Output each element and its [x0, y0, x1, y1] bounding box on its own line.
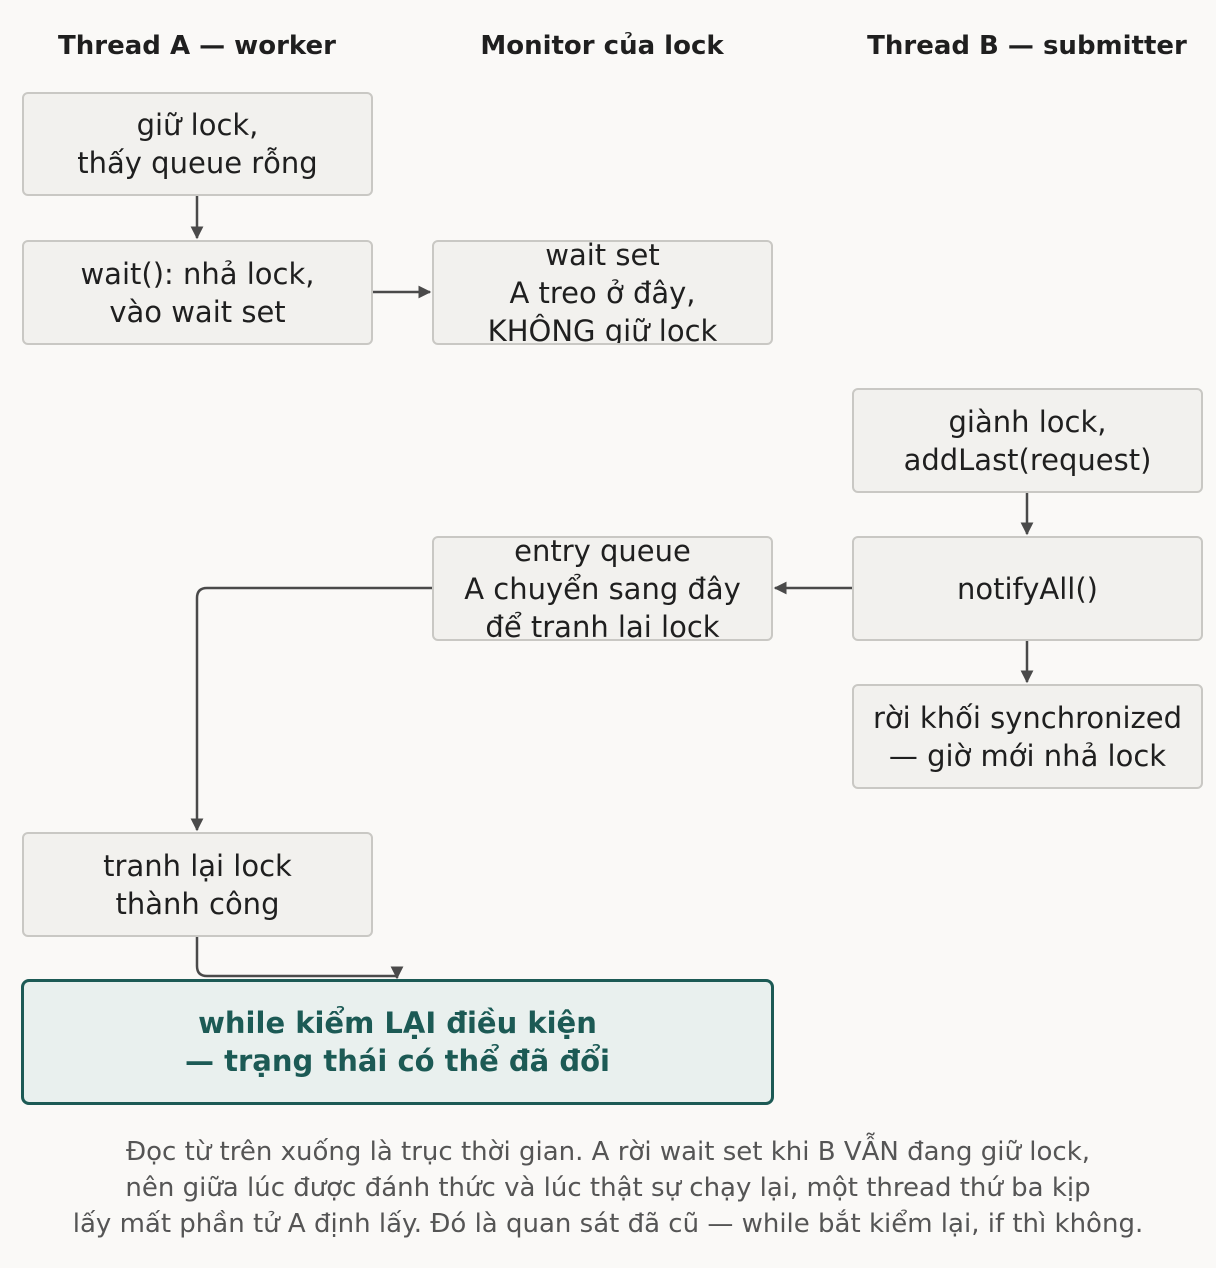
node-line: tranh lại lock	[103, 848, 292, 883]
node-line: — giờ mới nhả lock	[888, 738, 1167, 773]
node-b-notify: notifyAll()	[852, 536, 1203, 641]
node-a-wait: wait(): nhả lock, vào wait set	[22, 240, 373, 345]
node-line: A treo ở đây,	[509, 275, 696, 310]
node-line: — trạng thái có thể đã đổi	[185, 1044, 610, 1078]
column-header-thread-a: Thread A — worker	[58, 31, 336, 61]
node-line: giữ lock,	[136, 108, 259, 142]
node-line: entry queue	[514, 536, 691, 568]
node-wait-set: wait set A treo ở đây, KHÔNG giữ lock	[432, 240, 773, 345]
node-b-acquire: giành lock, addLast(request)	[852, 388, 1203, 493]
node-a-hold-lock: giữ lock, thấy queue rỗng	[22, 92, 373, 196]
node-line: wait(): nhả lock,	[80, 256, 315, 291]
node-line: wait set	[545, 240, 660, 272]
diagram-caption: Đọc từ trên xuống là trục thời gian. A r…	[0, 1134, 1216, 1242]
node-line: notifyAll()	[957, 571, 1098, 606]
column-header-thread-b: Thread B — submitter	[867, 31, 1187, 61]
node-while-check: while kiểm LẠI điều kiện — trạng thái có…	[21, 979, 774, 1105]
node-line: while kiểm LẠI điều kiện	[198, 1006, 597, 1040]
caption-line: Đọc từ trên xuống là trục thời gian. A r…	[125, 1137, 1091, 1167]
node-line: thấy queue rỗng	[77, 146, 318, 180]
node-line: A chuyển sang đây	[464, 571, 741, 606]
node-line: thành công	[115, 886, 280, 921]
node-entry-queue: entry queue A chuyển sang đây để tranh l…	[432, 536, 773, 641]
arrow-entry-to-reacquire	[190, 586, 432, 832]
node-line: KHÔNG giữ lock	[487, 313, 718, 345]
node-line: để tranh lại lock	[485, 609, 720, 641]
arrow-reacquire-to-while	[195, 937, 404, 980]
node-line: vào wait set	[109, 294, 286, 329]
caption-line: lấy mất phần tử A định lấy. Đó là quan s…	[72, 1209, 1144, 1239]
node-line: giành lock,	[948, 404, 1107, 439]
node-a-reacquire: tranh lại lock thành công	[22, 832, 373, 937]
caption-line: nên giữa lúc được đánh thức và lúc thật …	[125, 1173, 1091, 1203]
node-line: rời khối synchronized	[872, 700, 1183, 735]
column-header-monitor: Monitor của lock	[480, 31, 724, 61]
node-b-exit: rời khối synchronized — giờ mới nhả lock	[852, 684, 1203, 789]
node-line: addLast(request)	[903, 442, 1152, 477]
